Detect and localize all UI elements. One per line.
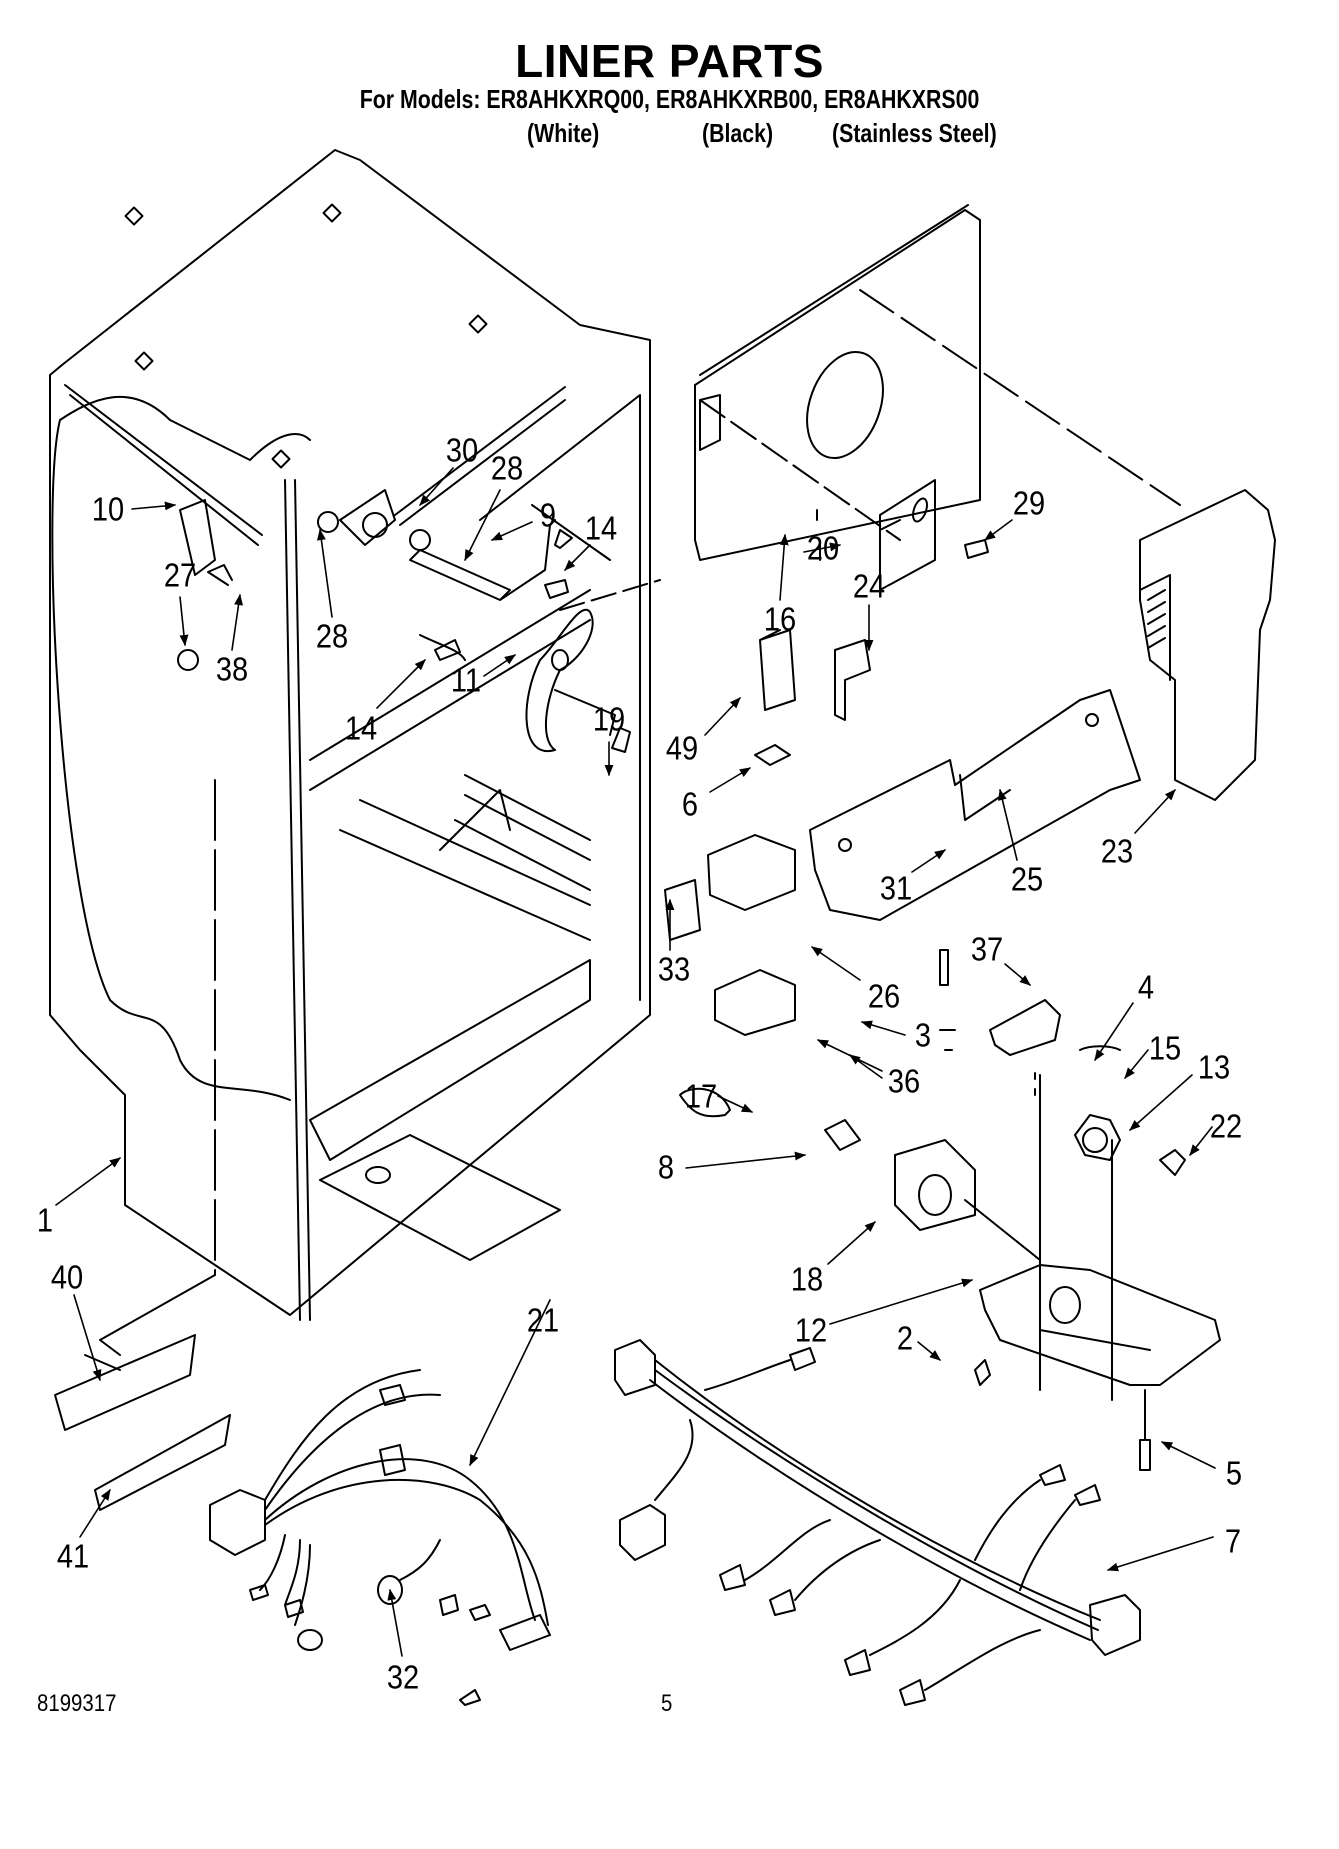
models-line: For Models: ER8AHKXRQ00, ER8AHKXRB00, ER… [359, 84, 980, 114]
callout-41[interactable]: 41 [56, 1537, 90, 1575]
callout-5[interactable]: 5 [1225, 1454, 1243, 1492]
callout-31[interactable]: 31 [879, 869, 913, 907]
callout-9[interactable]: 9 [539, 496, 557, 534]
callout-30[interactable]: 30 [445, 431, 479, 469]
callout-16[interactable]: 16 [763, 600, 797, 638]
callout-23[interactable]: 23 [1100, 832, 1134, 870]
callout-14[interactable]: 14 [344, 709, 378, 747]
callout-8[interactable]: 8 [657, 1148, 675, 1186]
callout-33[interactable]: 33 [657, 950, 691, 988]
page-number: 5 [661, 1690, 673, 1717]
callout-40[interactable]: 40 [50, 1258, 84, 1296]
shelf-parts-40-41 [54, 1334, 231, 1511]
callout-19[interactable]: 19 [592, 700, 626, 738]
callout-20[interactable]: 20 [806, 529, 840, 567]
control-panel-part-25 [809, 689, 1141, 921]
page-title: LINER PARTS [515, 35, 824, 87]
callout-18[interactable]: 18 [790, 1260, 824, 1298]
color-black: (Black) [702, 118, 774, 148]
callout-4[interactable]: 4 [1137, 968, 1155, 1006]
color-white: (White) [527, 118, 600, 148]
wire-harness-part-7 [614, 1339, 1141, 1706]
callout-28[interactable]: 28 [490, 449, 524, 487]
switches [664, 629, 1186, 1401]
callout-10[interactable]: 10 [91, 490, 125, 528]
callout-49[interactable]: 49 [665, 729, 699, 767]
air-duct-part-23 [1139, 489, 1276, 801]
callout-15[interactable]: 15 [1148, 1029, 1182, 1067]
leader-arrows [55, 467, 1216, 1657]
callout-27[interactable]: 27 [163, 556, 197, 594]
liner-part-1 [49, 149, 651, 1356]
callout-3[interactable]: 3 [914, 1016, 932, 1054]
callout-14[interactable]: 14 [584, 509, 618, 547]
fan-assembly [179, 489, 661, 753]
small-parts [177, 539, 989, 1051]
callout-28[interactable]: 28 [315, 617, 349, 655]
callout-21[interactable]: 21 [526, 1301, 560, 1339]
callout-6[interactable]: 6 [681, 785, 699, 823]
callout-13[interactable]: 13 [1197, 1048, 1231, 1086]
callout-32[interactable]: 32 [386, 1658, 420, 1696]
callout-1[interactable]: 1 [36, 1201, 54, 1239]
back-panel-part-16 [694, 204, 1181, 591]
callout-25[interactable]: 25 [1010, 860, 1044, 898]
control-housing-part-12 [974, 1264, 1221, 1471]
callout-12[interactable]: 12 [794, 1311, 828, 1349]
callout-26[interactable]: 26 [867, 977, 901, 1015]
color-stainless: (Stainless Steel) [832, 118, 997, 148]
callout-11[interactable]: 11 [450, 661, 482, 699]
callout-17[interactable]: 17 [684, 1077, 718, 1115]
document-number: 8199317 [37, 1690, 117, 1717]
callout-37[interactable]: 37 [970, 930, 1004, 968]
callout-2[interactable]: 2 [896, 1319, 914, 1357]
callout-29[interactable]: 29 [1012, 484, 1046, 522]
callout-24[interactable]: 24 [852, 567, 886, 605]
callout-36[interactable]: 36 [887, 1062, 921, 1100]
callout-7[interactable]: 7 [1224, 1522, 1242, 1560]
wire-harness-part-21 [209, 1369, 551, 1706]
callout-22[interactable]: 22 [1209, 1107, 1243, 1145]
callout-38[interactable]: 38 [215, 650, 249, 688]
